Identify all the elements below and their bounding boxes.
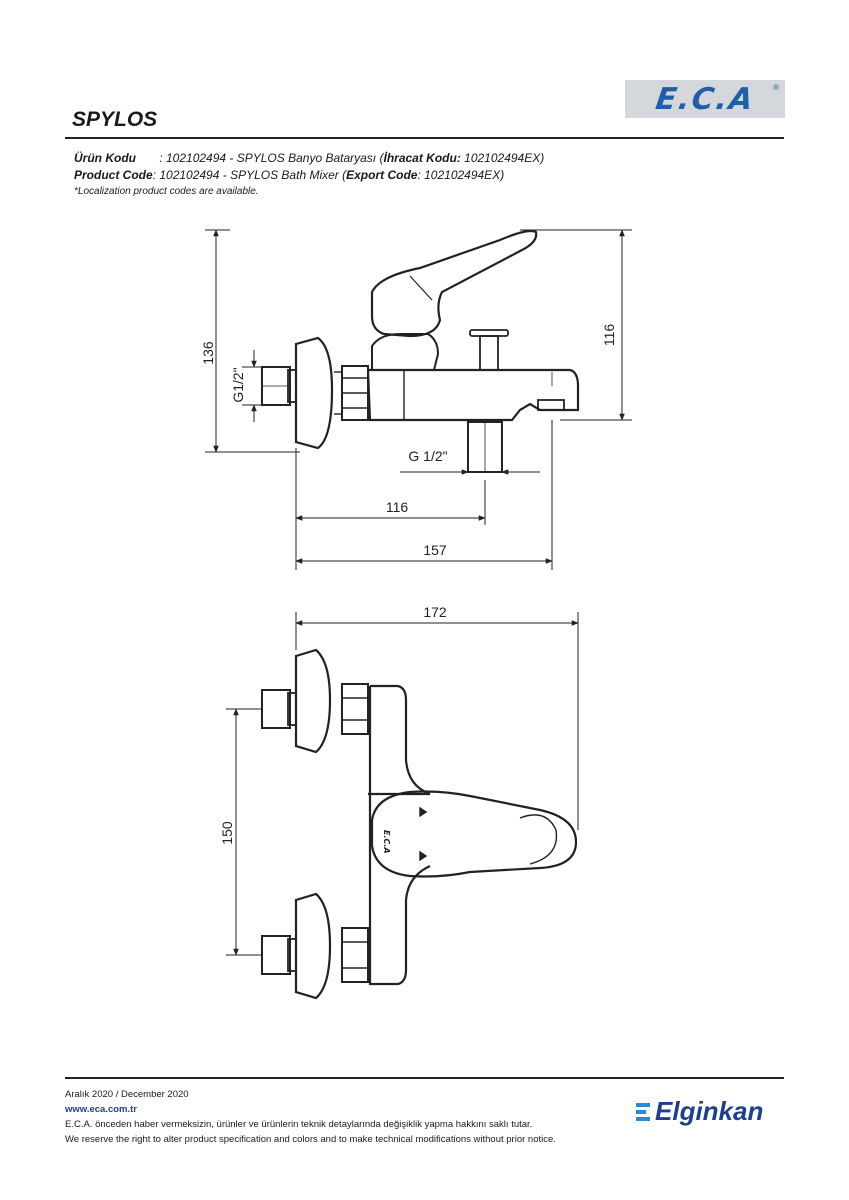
- code-value-en: : 102102494 - SPYLOS Bath Mixer (: [152, 168, 347, 182]
- export-value-en: : 102102494EX): [417, 168, 505, 182]
- page-title: SPYLOS: [72, 108, 158, 131]
- export-value-tr: 102102494EX): [460, 151, 545, 165]
- eca-logo: E.C.A ®: [625, 80, 785, 118]
- front-view: [261, 648, 578, 1000]
- dim-g12-bottom: G 1/2": [408, 448, 447, 464]
- notice-en: We reserve the right to alter product sp…: [65, 1134, 556, 1145]
- code-label-en: Product Code: [74, 168, 153, 182]
- code-value-tr: : 102102494 - SPYLOS Banyo Bataryası (: [136, 151, 384, 165]
- code-line-en: Product Code: 102102494 - SPYLOS Bath Mi…: [74, 167, 544, 184]
- dim-116-height: 116: [601, 324, 617, 347]
- code-line-tr: Ürün Kodu : 102102494 - SPYLOS Banyo Bat…: [74, 150, 544, 167]
- footer-date: Aralık 2020 / December 2020: [65, 1089, 189, 1100]
- dim-g12-left: G1/2": [230, 367, 246, 402]
- product-codes: Ürün Kodu : 102102494 - SPYLOS Banyo Bat…: [74, 150, 544, 199]
- export-label-en: Export Code: [346, 168, 418, 182]
- code-label-tr: Ürün Kodu: [74, 151, 136, 165]
- elginkan-logo: Elginkan: [636, 1096, 763, 1127]
- elginkan-mark-icon: [636, 1102, 650, 1121]
- dim-116-width: 116: [386, 499, 409, 515]
- localization-note: *Localization product codes are availabl…: [74, 186, 259, 197]
- front-view-dimensions: [226, 612, 579, 956]
- dim-172: 172: [423, 604, 447, 620]
- website-link[interactable]: www.eca.com.tr: [65, 1104, 137, 1115]
- side-view-dimensions: [205, 229, 632, 570]
- dim-136: 136: [200, 341, 216, 365]
- export-label-tr: İhracat Kodu:: [383, 151, 461, 165]
- dim-150: 150: [219, 821, 235, 845]
- elginkan-logo-text: Elginkan: [655, 1096, 764, 1126]
- side-view: [261, 229, 580, 473]
- notice-tr: E.C.A. önceden haber vermeksizin, ürünle…: [65, 1119, 533, 1130]
- handle-logo: E.C.A: [382, 830, 391, 854]
- dim-157: 157: [423, 542, 447, 558]
- registered-mark: ®: [773, 83, 779, 92]
- footer-divider: [65, 1077, 784, 1079]
- footer: Aralık 2020 / December 2020 www.eca.com.…: [65, 1087, 556, 1147]
- header-divider: [65, 137, 784, 139]
